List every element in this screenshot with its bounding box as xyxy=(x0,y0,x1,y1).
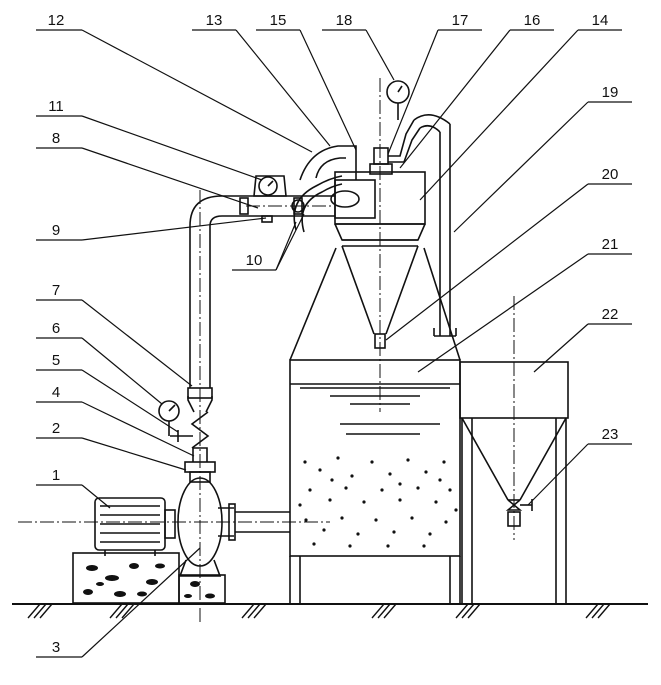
label-23: 23 xyxy=(602,426,619,443)
label-18: 18 xyxy=(336,12,353,29)
label-7: 7 xyxy=(52,282,60,299)
motor xyxy=(94,497,176,556)
label-8: 8 xyxy=(52,130,60,147)
label-21: 21 xyxy=(602,236,619,253)
pump-outlet-pipe xyxy=(235,511,290,533)
label-9: 9 xyxy=(52,222,60,239)
label-17: 17 xyxy=(452,12,469,29)
label-13: 13 xyxy=(206,12,223,29)
riser-pipe xyxy=(158,195,223,462)
settling-tank xyxy=(289,247,461,604)
inlet-pipe xyxy=(222,145,357,233)
label-4: 4 xyxy=(52,384,60,401)
label-6: 6 xyxy=(52,320,60,337)
leader-lines xyxy=(36,29,632,658)
label-16: 16 xyxy=(524,12,541,29)
overflow-pipe xyxy=(369,80,457,337)
label-20: 20 xyxy=(602,166,619,183)
label-2: 2 xyxy=(52,420,60,437)
part-labels: 1 2 3 4 5 6 7 8 9 10 11 12 13 15 18 17 1… xyxy=(48,12,619,656)
hydrocyclone xyxy=(330,171,426,349)
pump xyxy=(177,461,236,577)
ground xyxy=(12,603,648,619)
label-22: 22 xyxy=(602,306,619,323)
centerlines xyxy=(18,78,515,622)
label-15: 15 xyxy=(270,12,287,29)
label-5: 5 xyxy=(52,352,60,369)
label-3: 3 xyxy=(52,639,60,656)
label-11: 11 xyxy=(48,98,64,115)
label-14: 14 xyxy=(592,12,609,29)
label-10: 10 xyxy=(246,252,263,269)
label-19: 19 xyxy=(602,84,619,101)
label-12: 12 xyxy=(48,12,65,29)
concrete-foundation xyxy=(72,552,226,604)
label-1: 1 xyxy=(52,467,60,484)
